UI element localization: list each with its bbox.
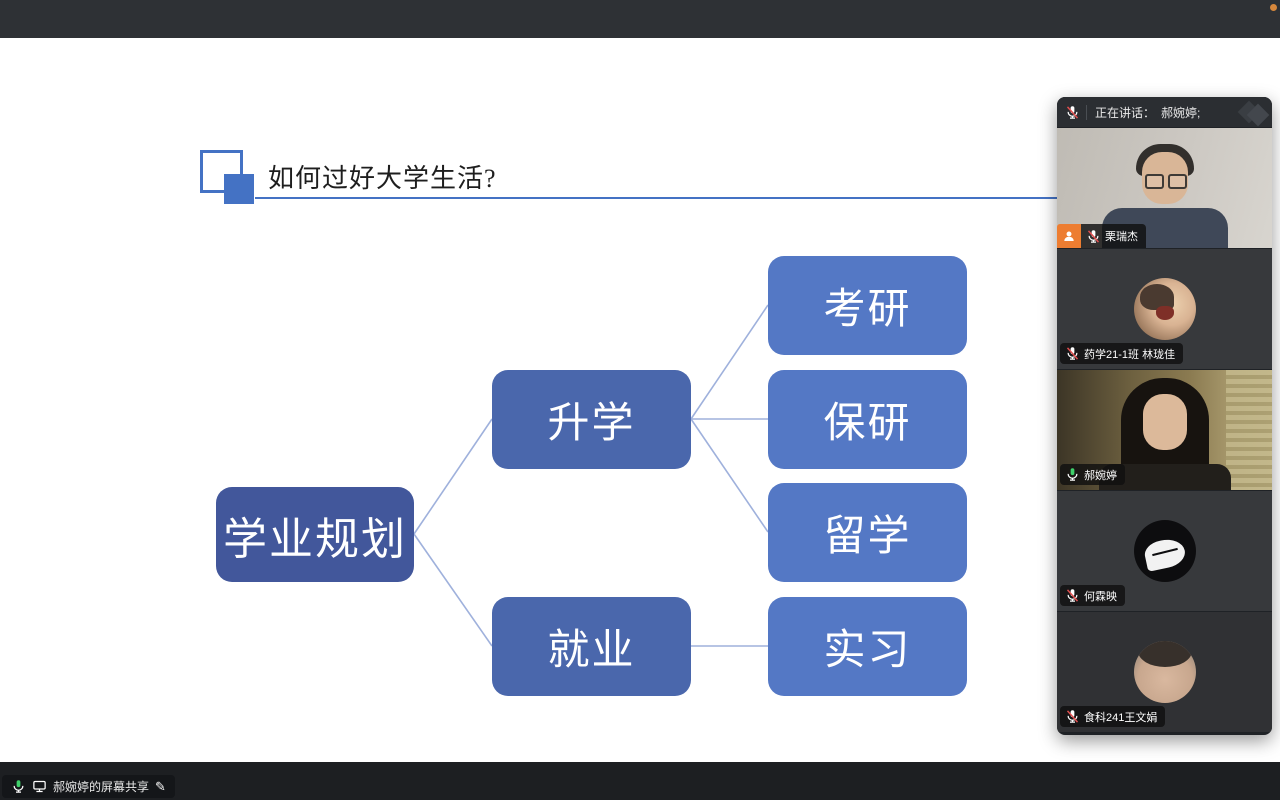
participant-name-label: 何霖映	[1060, 585, 1125, 606]
screen-share-status-pill[interactable]: 郝婉婷的屏幕共享 ✎	[2, 775, 175, 798]
annotate-pen-icon[interactable]: ✎	[155, 778, 166, 794]
mindmap-node-baoyan: 保研	[768, 370, 967, 469]
mic-active-icon	[1067, 468, 1078, 481]
slide-title: 如何过好大学生活?	[268, 164, 497, 193]
mindmap-node-jiuye: 就业	[492, 597, 691, 696]
title-underline	[255, 197, 1260, 199]
title-decoration-filled-square	[224, 174, 254, 204]
speaking-label: 正在讲话：郝婉婷;	[1095, 105, 1201, 120]
mic-muted-icon	[1066, 347, 1079, 360]
mindmap-node-shixi: 实习	[768, 597, 967, 696]
participant-name-label: 郝婉婷	[1060, 464, 1125, 485]
participant-avatar	[1057, 612, 1272, 732]
window-bottom-bar: 郝婉婷的屏幕共享 ✎	[0, 762, 1280, 800]
participant-name-label: 食科241王文娟	[1060, 706, 1166, 727]
speaking-banner: 正在讲话：郝婉婷;	[1057, 97, 1272, 127]
participant-tile-li-ruijie[interactable]: 栗瑞杰	[1057, 128, 1272, 248]
participant-avatar	[1057, 491, 1272, 611]
participants-panel: 正在讲话：郝婉婷;	[1057, 97, 1272, 735]
dark-logo-avatar-image	[1133, 520, 1196, 582]
participant-tile-hao-wanting[interactable]: 郝婉婷	[1057, 370, 1272, 490]
mic-muted-icon	[1087, 229, 1100, 243]
screen-share-monitor-icon	[33, 780, 46, 793]
recording-indicator-dot	[1270, 4, 1277, 11]
participant-name-label: 药学21-1班 林珑佳	[1060, 343, 1184, 364]
mic-muted-icon	[1066, 589, 1079, 602]
participant-name-label: 栗瑞杰	[1081, 224, 1146, 248]
host-badge-icon	[1057, 224, 1081, 248]
mic-active-icon	[13, 780, 24, 793]
mic-muted-icon	[1066, 710, 1079, 723]
participant-video	[1057, 128, 1272, 248]
mindmap-node-shengxue: 升学	[492, 370, 691, 469]
participant-tile-wang-wenjuan[interactable]: 食科241王文娟	[1057, 612, 1272, 732]
cartoon-avatar-image	[1133, 278, 1196, 340]
participant-tile-he-linying[interactable]: 何霖映	[1057, 491, 1272, 611]
share-label: 郝婉婷的屏幕共享	[53, 780, 150, 794]
participant-tile-lin-longjia[interactable]: 药学21-1班 林珑佳	[1057, 249, 1272, 369]
mindmap-node-root: 学业规划	[216, 487, 414, 582]
mindmap-node-kaoyan: 考研	[768, 256, 967, 355]
mic-muted-icon	[1066, 105, 1079, 119]
mindmap-node-liuxue: 留学	[768, 483, 967, 582]
participant-avatar	[1057, 249, 1272, 369]
meeting-logo-icon	[1237, 100, 1270, 127]
photo-avatar-image	[1133, 641, 1196, 703]
mindmap-connector-lines	[413, 304, 769, 647]
header-divider	[1086, 104, 1087, 120]
window-top-bar	[0, 0, 1280, 38]
